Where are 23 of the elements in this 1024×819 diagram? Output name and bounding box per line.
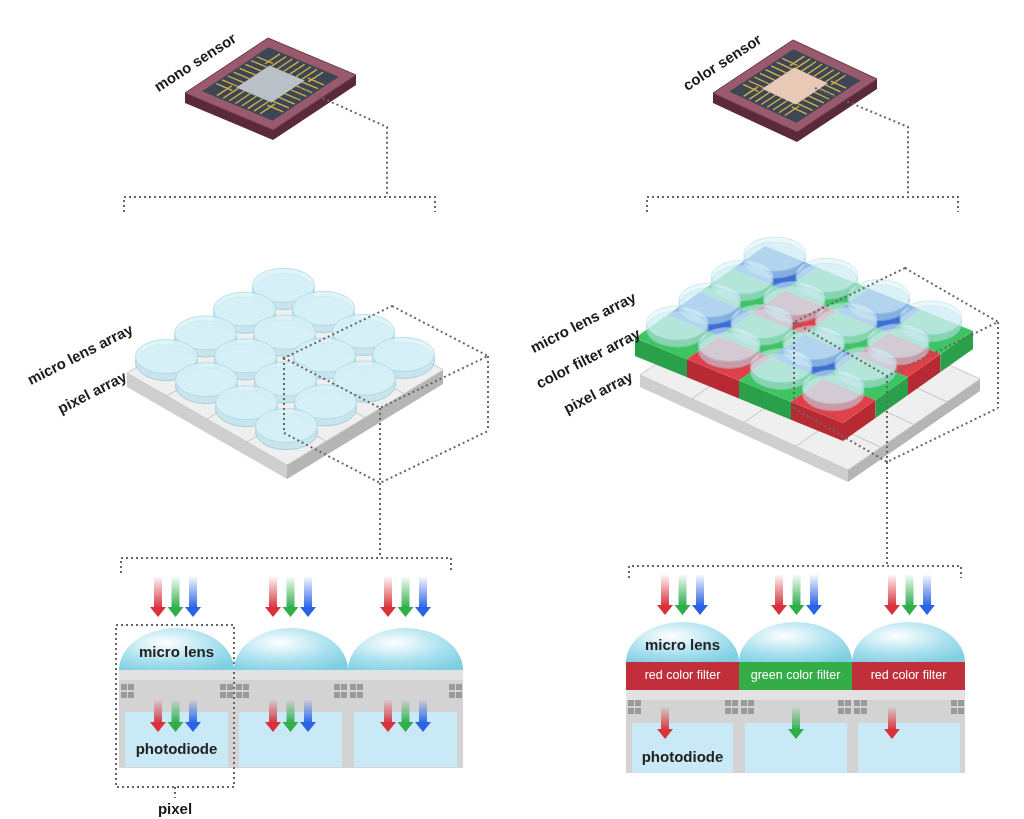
photodiode-box	[745, 723, 847, 773]
color-filter-band	[739, 662, 852, 690]
micro-lens-dome	[348, 628, 463, 670]
pixel-label: pixel	[157, 799, 193, 817]
micro-lens-dome	[119, 628, 234, 670]
filter-label: green color filter	[749, 668, 842, 682]
filter-label: red color filter	[643, 668, 722, 682]
filter-label: red color filter	[869, 668, 948, 682]
micro-lens-dome	[234, 628, 348, 670]
color-filter-band	[626, 662, 739, 690]
color-filter-band	[852, 662, 965, 690]
photodiode-label: photodiode	[640, 748, 725, 765]
photodiode-box	[354, 712, 457, 767]
lens-label: micro lens	[644, 636, 721, 653]
micro-lens-dome	[626, 622, 739, 662]
lens-label: micro lens	[138, 642, 215, 660]
photodiode-label: photodiode	[134, 739, 219, 757]
photodiode-box	[858, 723, 960, 773]
photodiode-box	[239, 712, 342, 767]
photodiode-box	[125, 712, 228, 767]
micro-lens-dome	[739, 622, 852, 662]
photodiode-box	[632, 723, 733, 773]
micro-lens-dome	[852, 622, 965, 662]
